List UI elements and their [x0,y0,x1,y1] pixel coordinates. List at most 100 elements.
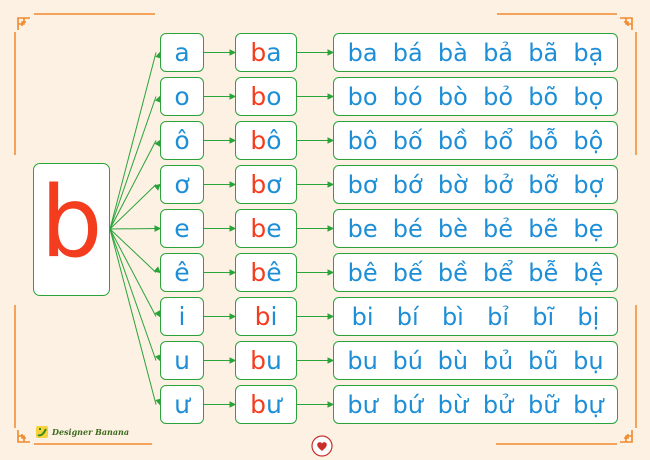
arrow-head-icon [229,93,237,100]
arrow-head-icon [327,49,335,56]
connector-line [109,228,157,361]
vowel-card: ơ [160,165,204,204]
vowel-letter: o [174,82,190,111]
connector-line [109,228,157,405]
arrow-head-icon [327,313,335,320]
tone-syllable: bè [437,214,468,243]
tone-syllable: bú [392,346,423,375]
tone-syllable: bí [396,302,419,331]
arrow-head-icon [229,313,237,320]
tone-syllable: bô [347,126,378,155]
tone-syllable: bù [437,346,469,375]
tone-syllable: be [347,214,378,243]
syllable-text: bơ [250,170,282,199]
connector-line [109,96,157,230]
tone-syllable: bế [392,258,423,287]
tone-syllable: bợ [573,170,604,199]
tone-syllable: bi [351,302,374,331]
consonant-letter: b [40,165,103,280]
tone-syllable: bả [483,38,514,67]
banana-logo-icon [36,426,48,438]
arrow-head-icon [327,401,335,408]
arrow-head-icon [327,225,335,232]
arrow-head-icon [229,357,237,364]
vowel-letter: ô [174,126,190,155]
tone-syllable: bệ [573,258,604,287]
tone-syllable: bĩ [532,302,555,331]
syllable-card: bư [235,385,297,424]
designer-logo: Designer Banana [35,425,129,439]
arrow-head-icon [154,310,161,318]
corner-ornament-icon [17,17,633,443]
vowel-card: o [160,77,204,116]
vowel-letter: ư [174,390,190,419]
tone-syllable: bề [437,258,468,287]
tone-syllable: bừ [437,390,469,419]
tone-syllable: bử [482,390,514,419]
syllable-card: be [235,209,297,248]
connector-line [109,228,157,230]
tone-syllable: bễ [528,258,559,287]
vowel-letter: i [178,302,186,331]
tone-syllable: bớ [392,170,423,199]
tone-syllable: bé [392,214,423,243]
arrow-head-icon [327,269,335,276]
syllable-text: bư [250,390,282,419]
tone-syllable: ba [347,38,378,67]
tone-syllable: bọ [573,82,604,111]
connector-line [109,228,157,317]
vowel-card: a [160,33,204,72]
tone-syllable: bẻ [483,214,514,243]
arrow-head-icon [154,139,161,147]
tone-syllable: bê [347,258,378,287]
arrow-head-icon [229,269,237,276]
tone-syllable: bỗ [528,126,559,155]
syllable-text: bô [250,126,282,155]
tone-syllable: bỉ [487,302,509,331]
tone-syllable: bể [483,258,514,287]
tone-syllable: bồ [437,126,468,155]
tone-syllable: bị [577,302,600,331]
tone-syllable: bỡ [528,170,559,199]
tone-syllable: bò [437,82,468,111]
syllable-card: bơ [235,165,297,204]
arrow-head-icon [153,183,161,191]
tone-syllable: bo [347,82,378,111]
vowel-letter: u [174,346,190,375]
arrow-head-icon [154,225,162,232]
arrow-head-icon [229,225,237,232]
vowel-letter: a [174,38,190,67]
tone-syllable: bự [573,390,604,419]
tone-syllable: bộ [573,126,604,155]
arrow-head-icon [153,266,161,274]
tone-syllable: bã [528,38,559,67]
tone-syllable: bõ [528,82,559,111]
connector-line [109,52,157,230]
syllable-text: ba [250,38,282,67]
tone-syllable: bở [483,170,513,199]
tone-syllable: bẽ [528,214,559,243]
arrow-head-icon [327,181,335,188]
arrow-head-icon [327,93,335,100]
tone-syllable: bố [392,126,423,155]
heart-emblem-icon [311,435,333,457]
arrow-head-icon [229,401,237,408]
connector-line [109,140,157,230]
tone-syllable: bạ [573,38,604,67]
tone-syllable: bứ [392,390,423,419]
tone-syllable: bà [437,38,468,67]
tone-syllable: bữ [527,390,559,419]
vowel-card: u [160,341,204,380]
vowel-card: ô [160,121,204,160]
syllable-text: bu [250,346,282,375]
tone-syllable: bư [347,390,378,419]
vowel-letter: e [174,214,190,243]
consonant-card: b [33,163,110,296]
